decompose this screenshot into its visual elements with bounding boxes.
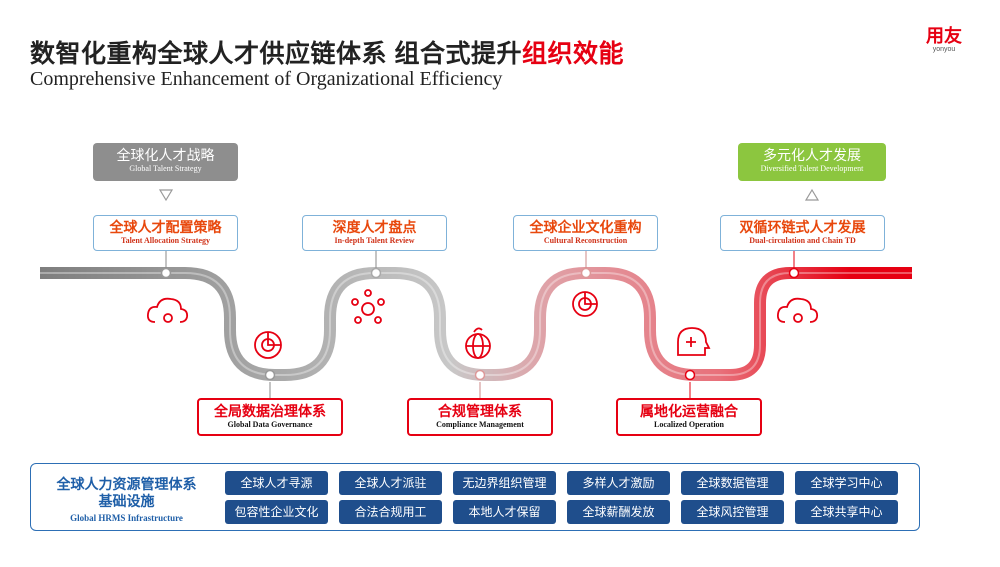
cloud-gear-icon: [776, 297, 819, 323]
title-highlight: 组织效能: [521, 40, 624, 68]
start-tag-en: Global Talent Strategy: [129, 164, 202, 173]
infrastructure-title-line2: 基础设施: [98, 493, 155, 509]
infra-item: 全球人才寻源: [225, 471, 328, 495]
road-node: [160, 267, 172, 279]
infra-item: 本地人才保留: [453, 500, 556, 524]
page-subtitle: Comprehensive Enhancement of Organizatio…: [30, 68, 503, 90]
step-talent-review: 深度人才盘点 In-depth Talent Review: [302, 215, 447, 251]
infra-item: 包容性企业文化: [225, 500, 328, 524]
step-label-cn: 双循环链式人才发展: [739, 219, 866, 235]
step-label-en: Dual-circulation and Chain TD: [749, 236, 856, 245]
title-prefix: 数智化重构全球人才供应链体系 组合式提升: [30, 40, 522, 68]
road-node: [788, 267, 800, 279]
globe-icon: [465, 327, 491, 359]
step-label-en: Localized Operation: [654, 420, 724, 429]
infra-item: 全球数据管理: [681, 471, 784, 495]
infra-item: 无边界组织管理: [453, 471, 556, 495]
page-title: 数智化重构全球人才供应链体系 组合式提升组织效能: [30, 34, 624, 70]
up-arrow-icon: [804, 188, 820, 201]
road-node: [264, 369, 276, 381]
brand-logo: 用友 yonyou: [920, 26, 968, 54]
step-label-en: Talent Allocation Strategy: [120, 236, 211, 245]
step-label-cn: 全局数据治理体系: [214, 403, 326, 419]
end-tag-en: Diversified Talent Development: [760, 164, 864, 173]
step-cultural-reconstruction: 全球企业文化重构 Cultural Reconstruction: [513, 215, 658, 251]
brain-head-icon: [677, 327, 711, 356]
infrastructure-title: 全球人力资源管理体系 基础设施 Global HRMS Infrastructu…: [39, 476, 214, 523]
road-node: [370, 267, 382, 279]
end-tag: 多元化人才发展 Diversified Talent Development: [738, 143, 886, 181]
infra-item: 全球风控管理: [681, 500, 784, 524]
infrastructure-panel: 全球人力资源管理体系 基础设施 Global HRMS Infrastructu…: [30, 463, 920, 531]
down-arrow-icon: [158, 189, 174, 202]
start-tag-cn: 全球化人才战略: [116, 147, 215, 163]
infra-item: 全球共享中心: [795, 500, 898, 524]
network-people-icon: [351, 289, 385, 324]
road-node: [684, 369, 696, 381]
chart-pie-icon: [254, 331, 282, 359]
cloud-gear-icon: [146, 297, 189, 323]
step-dual-circulation: 双循环链式人才发展 Dual-circulation and Chain TD: [720, 215, 885, 251]
infra-item: 全球学习中心: [795, 471, 898, 495]
step-label-cn: 深度人才盘点: [332, 219, 417, 235]
logo-subtext: yonyou: [932, 46, 956, 53]
step-label-cn: 全球企业文化重构: [529, 219, 642, 235]
step-localized-operation: 属地化运营融合 Localized Operation: [616, 398, 762, 436]
start-tag: 全球化人才战略 Global Talent Strategy: [93, 143, 238, 181]
step-label-en: Global Data Governance: [227, 420, 313, 429]
step-label-cn: 合规管理体系: [438, 403, 522, 419]
step-label-en: In-depth Talent Review: [334, 236, 415, 245]
step-label-cn: 全球人才配置策略: [109, 219, 222, 235]
target-chart-icon: [572, 291, 598, 317]
step-label-en: Compliance Management: [436, 420, 524, 429]
logo-text: 用友: [926, 26, 962, 46]
infra-item: 多样人才激励: [567, 471, 670, 495]
step-label-cn: 属地化运营融合: [640, 403, 738, 419]
end-tag-cn: 多元化人才发展: [763, 147, 861, 163]
infra-item: 全球人才派驻: [339, 471, 442, 495]
step-talent-allocation: 全球人才配置策略 Talent Allocation Strategy: [93, 215, 238, 251]
road-node: [474, 369, 486, 381]
step-data-governance: 全局数据治理体系 Global Data Governance: [197, 398, 343, 436]
step-compliance: 合规管理体系 Compliance Management: [407, 398, 553, 436]
step-label-en: Cultural Reconstruction: [543, 236, 628, 245]
infra-item: 合法合规用工: [339, 500, 442, 524]
infrastructure-title-en: Global HRMS Infrastructure: [70, 513, 183, 523]
road-node: [580, 267, 592, 279]
infrastructure-title-line1: 全球人力资源管理体系: [56, 476, 197, 492]
infra-item: 全球薪酬发放: [567, 500, 670, 524]
road-path: [40, 267, 912, 381]
